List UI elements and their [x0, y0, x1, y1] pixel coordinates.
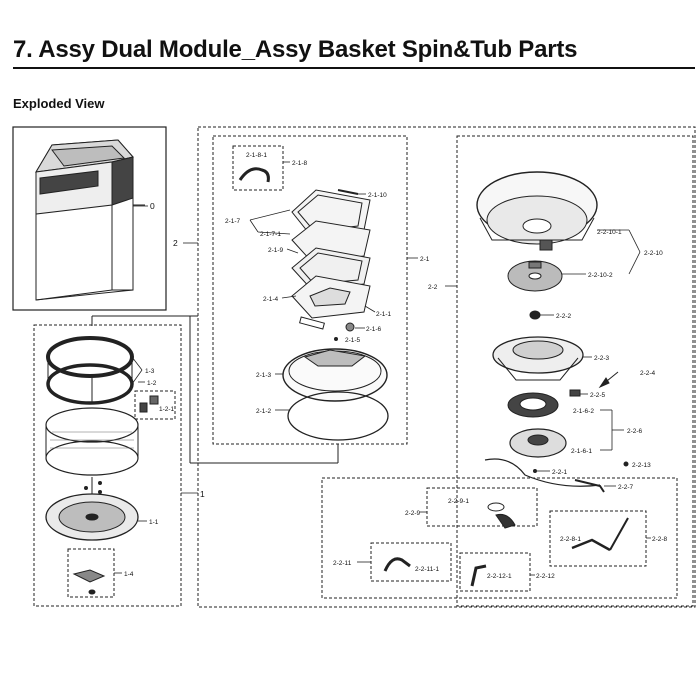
callout-2-2-6: 2-2-6: [627, 428, 643, 435]
parts-1: [45, 336, 159, 595]
callout-1-4: 1-4: [124, 571, 134, 578]
callout-0: 0: [150, 201, 155, 211]
callout-2-1: 2-1: [420, 256, 430, 263]
group-box-1-2: [134, 390, 176, 420]
callout-2: 2: [173, 238, 178, 248]
group-box-2-2-8: [549, 510, 647, 567]
callout-1-3: 1-3: [145, 368, 155, 375]
section-subtitle: Exploded View: [13, 96, 105, 111]
callout-2-2-11: 2-2-11: [333, 560, 352, 567]
callout-2-1-8: 2-1-8: [292, 160, 308, 167]
callout-2-1-7-1: 2-1-7-1: [260, 231, 281, 238]
callout-2-1-5: 2-1-5: [345, 337, 361, 344]
callout-2-2-12: 2-2-12: [536, 573, 555, 580]
callout-2-1-9: 2-1-9: [268, 247, 284, 254]
group-box-2-1: [212, 135, 408, 445]
callout-2-1-6-1: 2-1-6-1: [571, 448, 592, 455]
callout-2-2-9: 2-2-9: [405, 510, 421, 517]
callout-1-1: 1-1: [149, 519, 159, 526]
connector-lines: [91, 315, 339, 464]
washer-illustration: [12, 126, 167, 311]
callout-2-2: 2-2: [428, 284, 438, 291]
callout-2-2-4: 2-2-4: [640, 370, 656, 377]
callout-2-2-1: 2-2-1: [552, 469, 568, 476]
callout-2-2-10: 2-2-10: [644, 250, 663, 257]
callout-2-2-10-2: 2-2-10-2: [588, 272, 613, 279]
callout-2-2-5: 2-2-5: [590, 392, 606, 399]
group-box-1: [33, 324, 182, 607]
group-box-2-2-sub: [321, 477, 678, 599]
callout-2-1-6-2: 2-1-6-2: [573, 408, 594, 415]
callout-2-2-11-1: 2-2-11-1: [415, 566, 439, 573]
group-box-2-2-11: [370, 542, 452, 582]
callout-2-2-8: 2-2-8: [652, 536, 668, 543]
callout-2-2-12-1: 2-2-12-1: [487, 573, 512, 580]
callout-2-1-6: 2-1-6: [366, 326, 382, 333]
callout-2-1-1: 2-1-1: [376, 311, 392, 318]
callout-1-2: 1-2: [147, 380, 157, 387]
leader-lines: [114, 161, 651, 576]
parts-2-1: [238, 167, 389, 441]
callout-2-1-3: 2-1-3: [256, 372, 272, 379]
title-underline: [13, 67, 695, 69]
callout-2-1-10: 2-1-10: [368, 192, 387, 199]
callout-2-1-4: 2-1-4: [263, 296, 279, 303]
group-box-2-2-9: [426, 487, 538, 527]
group-box-2-1-8: [232, 145, 284, 191]
callout-2-1-7: 2-1-7: [225, 218, 241, 225]
callout-2-2-10-1: 2-2-10-1: [597, 229, 622, 236]
callout-2-2-9-1: 2-2-9-1: [448, 498, 469, 505]
callout-2-2-7: 2-2-7: [618, 484, 634, 491]
group-boxes: [33, 126, 696, 608]
callout-2-1-8-1: 2-1-8-1: [246, 152, 267, 159]
callout-labels: 0 2 1 2-1 2-2 2-1-8-1 2-1-8 2-1-10 2-1-7…: [124, 152, 668, 580]
callout-2-2-8-1: 2-2-8-1: [560, 536, 581, 543]
callout-2-2-3: 2-2-3: [594, 355, 610, 362]
group-box-2-2-12: [459, 552, 531, 592]
callout-2-2-2: 2-2-2: [556, 313, 572, 320]
parts-2-2: [383, 171, 629, 587]
callout-2-1-2: 2-1-2: [256, 408, 272, 415]
callout-1-2-1: 1-2-1: [159, 406, 175, 413]
group-box-2: [197, 126, 696, 608]
callout-2-2-13: 2-2-13: [632, 462, 651, 469]
page-title: 7. Assy Dual Module_Assy Basket Spin&Tub…: [13, 36, 578, 63]
group-box-2-2: [456, 135, 694, 607]
callout-1: 1: [200, 489, 205, 499]
